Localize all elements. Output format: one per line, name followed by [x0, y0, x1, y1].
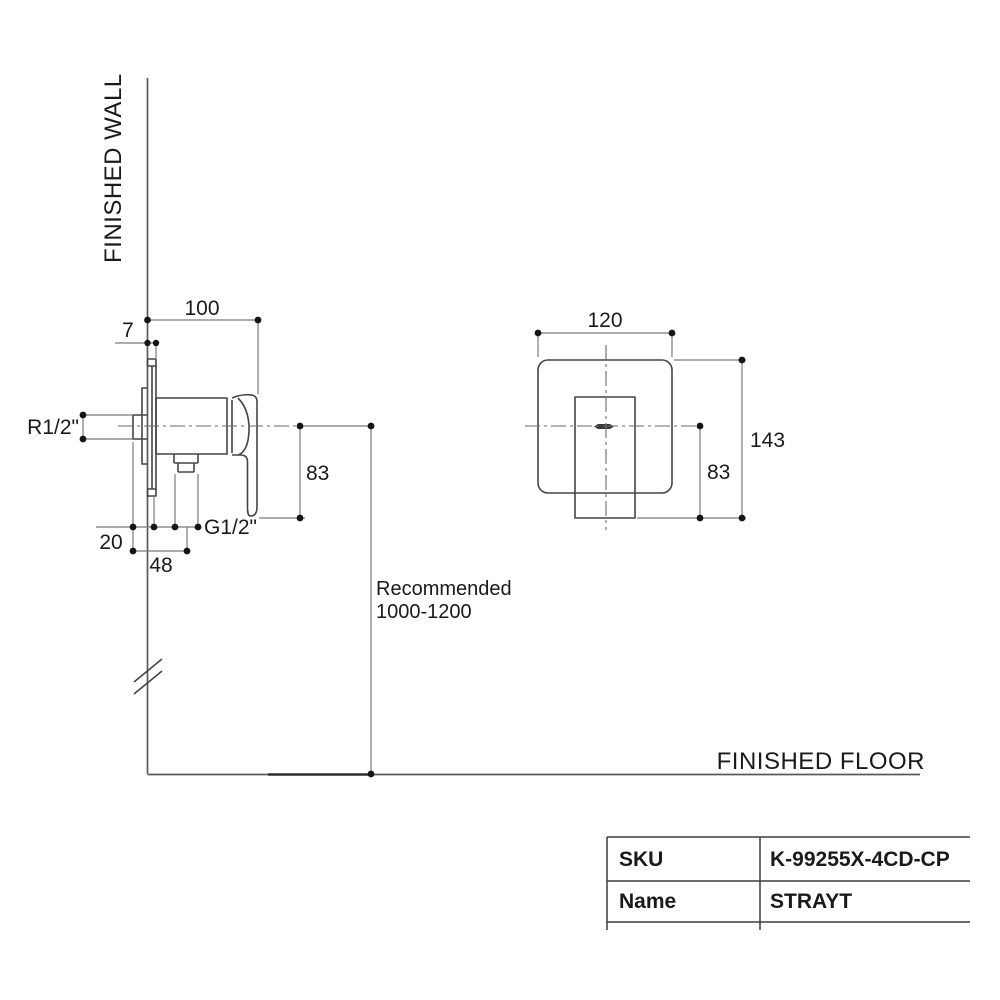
dot	[696, 422, 704, 430]
recommended-note-line1: Recommended	[376, 578, 512, 600]
dim-7-line	[115, 342, 157, 358]
dim-100-line	[147, 319, 259, 394]
spec-table-grid	[606, 836, 970, 930]
dot	[194, 523, 202, 531]
dot	[144, 339, 151, 347]
dim-20-label: 20	[99, 531, 122, 554]
dot	[296, 514, 304, 522]
handle-face-curve	[237, 397, 250, 456]
dot	[668, 329, 676, 337]
dot	[534, 329, 542, 337]
dim-r12-line	[82, 414, 133, 440]
front-view	[525, 345, 700, 530]
supply-stub-profile	[132, 414, 148, 440]
finished-wall-label: FINISHED WALL	[100, 73, 127, 263]
dot	[79, 435, 87, 443]
spec-table: SKU K-99255X-4CD-CP Name STRAYT	[606, 836, 970, 930]
dim-143-line	[637, 359, 746, 519]
dot	[296, 422, 304, 430]
escutcheon-top-tab	[146, 358, 157, 367]
dim-7-label: 7	[122, 319, 134, 342]
dimension-lines	[82, 319, 746, 774]
escutcheon-bottom-tab	[146, 488, 157, 497]
valve-body-profile	[155, 397, 228, 455]
dot	[129, 547, 137, 555]
dim-48-label: 48	[149, 554, 172, 577]
dot	[367, 422, 375, 430]
dimension-dots	[79, 316, 746, 778]
dim-83-front-label: 83	[707, 461, 730, 484]
dim-100-label: 100	[184, 297, 219, 320]
recommended-height-line	[300, 425, 372, 774]
finished-floor-label: FINISHED FLOOR	[717, 748, 925, 775]
dot	[254, 316, 262, 324]
dot	[738, 514, 746, 522]
dim-83-side-label: 83	[306, 462, 329, 485]
dot	[171, 523, 179, 531]
dim-143-label: 143	[750, 429, 785, 452]
dim-g12-label: G1/2"	[204, 516, 257, 539]
dim-120-label: 120	[587, 309, 622, 332]
spec-table-sku-label: SKU	[619, 848, 663, 871]
side-view	[118, 358, 300, 517]
handle-lever-outline	[231, 393, 258, 517]
spec-table-name-value: STRAYT	[770, 890, 852, 913]
dot	[144, 316, 151, 324]
dot	[152, 339, 160, 347]
dot	[696, 514, 704, 522]
dot	[183, 547, 191, 555]
dot	[150, 523, 158, 531]
text-labels: FINISHED WALL FINISHED FLOOR Recommended…	[27, 73, 925, 775]
outlet-pipe-profile	[173, 454, 199, 473]
rough-in-body	[141, 387, 148, 465]
dot	[367, 770, 375, 778]
dot	[79, 411, 87, 419]
spec-table-name-label: Name	[619, 890, 676, 913]
dot	[129, 523, 137, 531]
dot	[738, 356, 746, 364]
recommended-note-line2: 1000-1200	[376, 601, 472, 623]
extension-lines-bottom	[132, 442, 199, 551]
dim-120-line	[537, 332, 673, 357]
handle-front	[574, 396, 636, 519]
dim-r12-label: R1/2"	[27, 416, 79, 439]
wall-break-symbol	[133, 658, 163, 695]
spec-table-sku-value: K-99255X-4CD-CP	[770, 848, 950, 871]
dim-83-side-line	[259, 426, 305, 519]
